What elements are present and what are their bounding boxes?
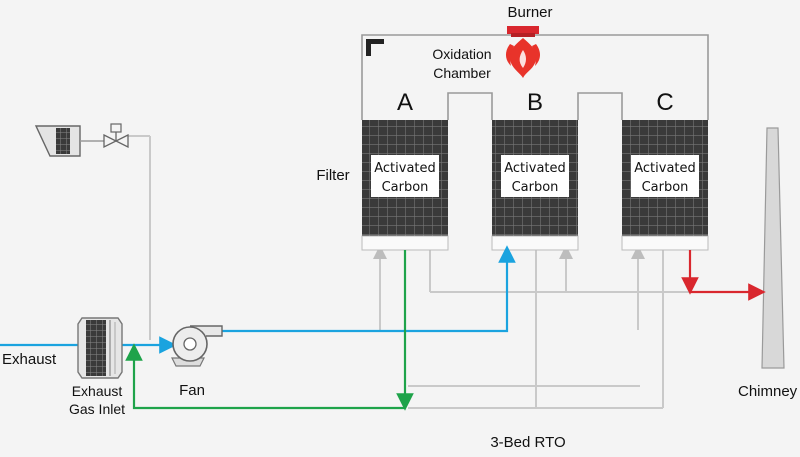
oxidation-label-line1: Oxidation — [432, 46, 491, 62]
bed-a-letter: A — [397, 89, 413, 116]
burner-icon — [505, 26, 541, 78]
oxidation-label-line2: Chamber — [433, 65, 491, 81]
bed-b: Activated Carbon B — [491, 89, 579, 251]
exhaust-label: Exhaust — [2, 351, 57, 368]
bed-b-letter: B — [527, 89, 543, 116]
outlet-flow — [681, 250, 766, 301]
exhaust-inlet-label-line1: Exhaust — [72, 383, 123, 399]
burner-label: Burner — [507, 4, 552, 21]
fan-icon — [171, 325, 223, 367]
purge-flow — [125, 250, 414, 411]
chimney-label: Chimney — [738, 383, 798, 400]
bed-b-media-line1: Activated — [504, 161, 566, 176]
system-label: 3-Bed RTO — [490, 434, 565, 451]
filter-label: Filter — [316, 167, 349, 184]
fan-label: Fan — [179, 382, 205, 399]
valve-icon — [103, 123, 129, 149]
idle-pipes — [128, 135, 690, 409]
bed-b-media-line2: Carbon — [512, 180, 559, 195]
hood-filter-icon — [34, 125, 104, 157]
bed-a-media-line2: Carbon — [382, 180, 429, 195]
exhaust-inlet-filter-icon — [77, 317, 123, 379]
bed-c-media-line1: Activated — [634, 161, 696, 176]
bed-a-media-line1: Activated — [374, 161, 436, 176]
chimney-icon — [761, 127, 785, 369]
corner-marker — [366, 39, 384, 56]
bed-c-letter: C — [656, 89, 673, 116]
bed-c-media-line2: Carbon — [642, 180, 689, 195]
exhaust-inlet-label-line2: Gas Inlet — [69, 401, 125, 417]
bed-c: Activated Carbon C — [621, 89, 709, 251]
bed-a: Activated Carbon A — [361, 89, 449, 251]
